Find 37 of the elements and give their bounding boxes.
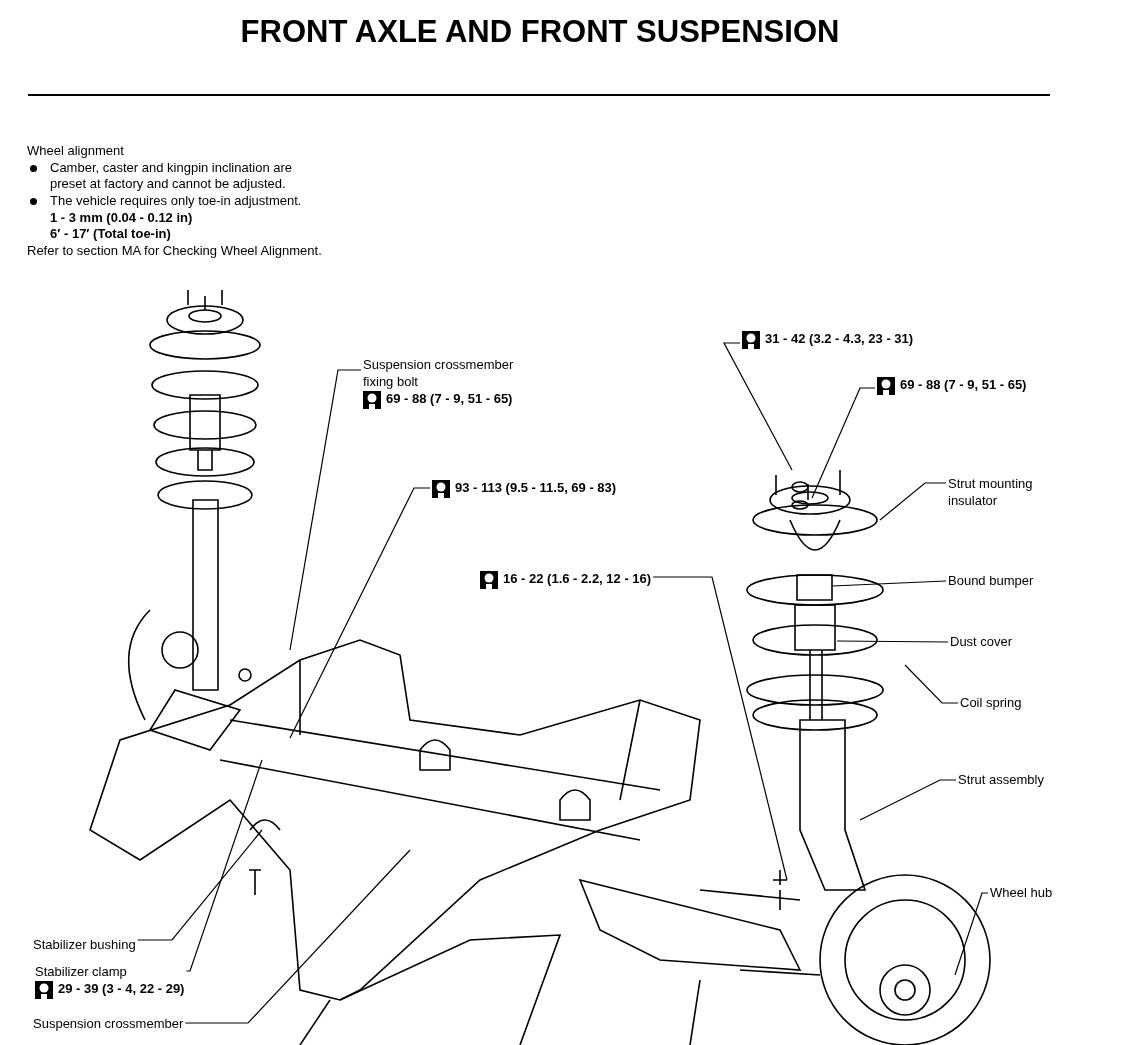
leader-line <box>723 342 793 471</box>
torque-value: 93 - 113 (9.5 - 11.5, 69 - 83) <box>455 480 617 495</box>
bullet-note: The vehicle requires only toe-in adjustment. <box>50 193 303 209</box>
part-label: Strut mounting insulator <box>948 475 1058 509</box>
leader-line <box>137 829 263 941</box>
part-label: Wheel hub <box>990 884 1053 901</box>
leader-line <box>859 779 957 821</box>
part-label: Dust cover <box>950 633 1013 650</box>
torque-spec: 29 - 39 (3 - 4, 22 - 29) <box>35 980 185 999</box>
leader-line <box>185 759 263 972</box>
part-label: Coil spring <box>960 694 1022 711</box>
leader-line <box>831 580 947 587</box>
page-title: FRONT AXLE AND FRONT SUSPENSION <box>239 14 841 50</box>
note-text: Refer to section MA for Checking Wheel Alignment. <box>27 243 322 259</box>
part-label: Stabilizer clamp <box>35 963 128 980</box>
leader-line <box>289 369 362 651</box>
part-label: Stabilizer bushing <box>33 936 136 953</box>
torque-value: 69 - 88 (7 - 9, 51 - 65) <box>900 377 1027 392</box>
leader-line <box>904 664 959 704</box>
leader-line <box>184 849 411 1024</box>
leader-line <box>879 482 947 521</box>
bullet-note: Camber, caster and kingpin inclination are preset at factory and cannot be adjusted. <box>50 160 294 192</box>
specification-value: 1 - 3 mm (0.04 - 0.12 in) <box>50 210 193 226</box>
torque-value: 16 - 22 (1.6 - 2.2, 12 - 16) <box>503 571 652 586</box>
leader-line <box>836 640 949 643</box>
torque-spec: 69 - 88 (7 - 9, 51 - 65) <box>363 390 538 409</box>
specification-value: 6′ - 17′ (Total toe-in) <box>50 226 171 242</box>
leader-line <box>811 387 876 499</box>
leader-line <box>652 576 788 881</box>
part-label: Strut assembly <box>958 771 1044 788</box>
note-text: Wheel alignment <box>27 143 124 159</box>
leader-line <box>954 892 989 976</box>
part-label: Bound bumper <box>948 572 1034 589</box>
part-label: Suspension crossmember <box>33 1015 184 1032</box>
torque-value: 31 - 42 (3.2 - 4.3, 23 - 31) <box>765 331 914 346</box>
leader-line <box>289 487 431 739</box>
part-label: Suspension crossmember fixing bolt <box>363 356 515 390</box>
